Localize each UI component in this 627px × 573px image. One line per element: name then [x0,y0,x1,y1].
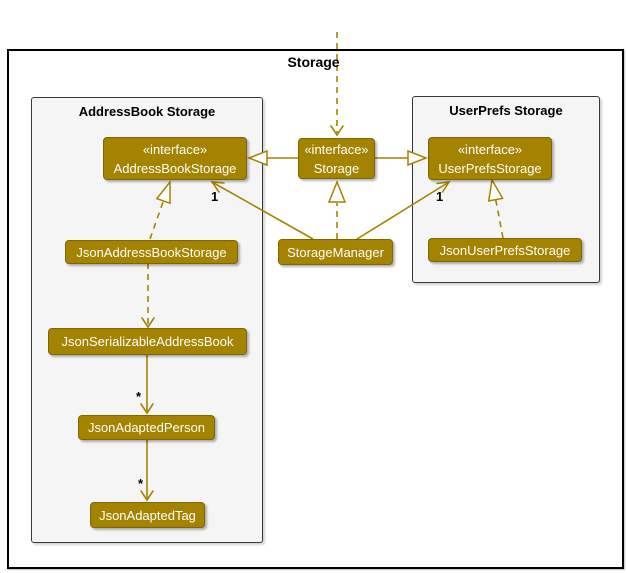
multiplicity-storagemanager-userprefs: 1 [436,189,444,204]
edge-external-to-storage [330,32,344,137]
class-jsonaddressbookstorage: JsonAddressBookStorage [65,240,238,264]
edge-jsonuserprefsstorage-implements-userprefsstorage [487,177,504,239]
stereotype-label: «interface» [457,141,523,157]
class-jsonadaptedperson: JsonAdaptedPerson [78,415,215,440]
multiplicity-storagemanager-addressbook: 1 [211,189,219,204]
class-name-label: UserPrefsStorage [438,160,542,176]
class-storagemanager: StorageManager [278,239,393,265]
class-addressbookstorage-interface: «interface» AddressBookStorage [103,137,247,180]
edge-storage-extends-userprefsstorage [375,149,429,167]
edge-storagemanager-to-addressbookstorage [210,181,314,240]
multiplicity-person-tag: * [138,476,144,491]
multiplicity-serializable-person: * [136,389,142,404]
edge-jsonaddressbookstorage-to-jsonserializableaddressbook [141,263,155,329]
storage-frame-title: Storage [287,54,340,70]
class-name-label: JsonAdaptedTag [99,507,196,523]
edge-storagemanager-implements-storage [327,179,347,239]
edge-jsonserializableaddressbook-to-jsonadaptedperson [140,355,154,415]
class-name-label: JsonAddressBookStorage [76,244,227,260]
class-jsonuserprefsstorage: JsonUserPrefsStorage [428,238,582,262]
package-userprefs-storage-title: UserPrefs Storage [449,103,563,118]
storage-frame [7,49,624,569]
edge-jsonaddressbookstorage-implements-addressbookstorage [149,179,171,240]
edge-storagemanager-to-userprefsstorage [356,180,451,240]
class-jsonadaptedtag: JsonAdaptedTag [90,502,205,528]
class-name-label: JsonUserPrefsStorage [439,242,571,258]
class-name-label: StorageManager [287,244,384,260]
package-addressbook-storage-title: AddressBook Storage [78,104,216,119]
class-name-label: JsonAdaptedPerson [87,420,206,435]
class-name-label: Storage [313,160,360,176]
class-storage-interface: «interface» Storage [298,138,375,179]
stereotype-label: «interface» [304,141,369,157]
class-userprefsstorage-interface: «interface» UserPrefsStorage [428,137,552,180]
edge-storage-extends-addressbookstorage [246,149,298,167]
class-name-label: AddressBookStorage [113,160,237,176]
class-name-label: JsonSerializableAddressBook [61,334,234,349]
stereotype-label: «interface» [142,141,208,157]
class-jsonserializableaddressbook: JsonSerializableAddressBook [48,328,247,355]
edge-jsonadaptedperson-to-jsonadaptedtag [140,440,154,502]
